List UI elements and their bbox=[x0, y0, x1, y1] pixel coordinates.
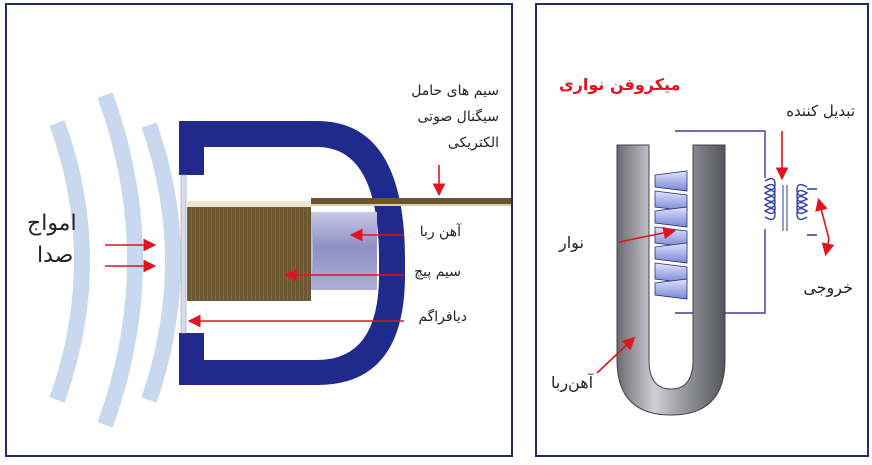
sound-waves bbox=[49, 92, 181, 428]
voice-coil bbox=[187, 201, 311, 301]
magnet bbox=[307, 212, 377, 290]
microphone-housing bbox=[179, 121, 405, 385]
transformer bbox=[763, 177, 817, 236]
label-wires-line1: سیم های حامل bbox=[411, 83, 499, 99]
diaphragm bbox=[180, 174, 187, 334]
label-wires-line2: سیگنال صوتی bbox=[417, 109, 499, 125]
label-magnet: آهن ربا bbox=[419, 224, 461, 240]
u-magnet bbox=[616, 144, 726, 416]
ribbon-microphone-diagram bbox=[596, 130, 835, 416]
label-wires-line3: الکتریکی bbox=[447, 135, 499, 151]
dynamic-microphone-panel: امواج صدا سیم های حامل سیگنال صوتی الکتر… bbox=[5, 3, 513, 457]
label-ribbon: نوار bbox=[559, 233, 584, 252]
label-diaphragm: دیافراگم bbox=[418, 309, 467, 325]
arrow-ribbon bbox=[618, 226, 677, 243]
sound-wave-1 bbox=[49, 120, 90, 403]
sound-wave-2 bbox=[97, 92, 143, 428]
arrows bbox=[105, 165, 446, 328]
label-coil: سیم پیچ bbox=[414, 264, 461, 280]
label-transformer: تبدیل کننده bbox=[786, 102, 855, 120]
label-waves-line2: صدا bbox=[37, 243, 74, 268]
label-waves-line1: امواج bbox=[27, 211, 77, 236]
arrow-output-up bbox=[815, 197, 830, 240]
ribbon-microphone-panel: میکروفن نواری تبدیل کننده نوار خروجی آهن… bbox=[535, 3, 869, 457]
dynamic-microphone-diagram bbox=[49, 92, 511, 428]
arrows bbox=[596, 131, 835, 374]
arrow-magnet bbox=[596, 336, 636, 374]
label-magnet-right: آهن‌ربا bbox=[551, 373, 594, 392]
arrow-output-down bbox=[821, 238, 835, 257]
ribbon bbox=[654, 170, 688, 300]
signal-wires bbox=[311, 198, 511, 204]
sound-wave-3 bbox=[141, 122, 181, 403]
label-output: خروجی bbox=[803, 278, 853, 297]
ribbon-mic-title: میکروفن نواری bbox=[559, 75, 681, 94]
